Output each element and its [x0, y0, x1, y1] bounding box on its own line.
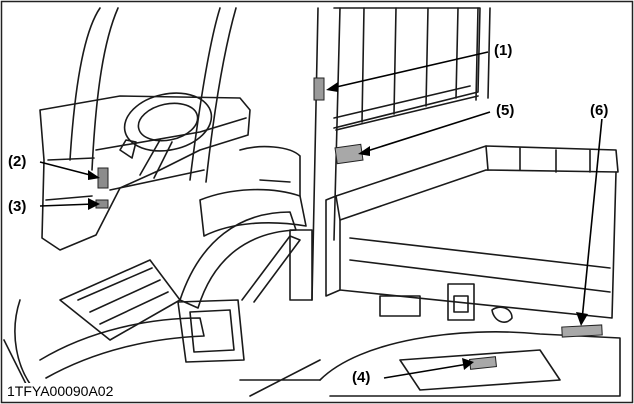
label-patch-6 [561, 324, 603, 338]
leader-6 [581, 117, 603, 321]
rear-fender [319, 331, 621, 397]
figure-id-label: 1TFYA00090A02 [4, 383, 117, 399]
bed-bolt [491, 306, 513, 323]
leader-5 [363, 111, 491, 153]
rear-screen [333, 7, 481, 129]
door-frame [177, 299, 245, 363]
side-post [289, 229, 313, 301]
screen-rail [333, 85, 479, 131]
dash-panel [95, 117, 247, 191]
b-pillar [311, 7, 341, 301]
bed-latch [447, 283, 475, 321]
callout-1: (1) [492, 42, 515, 59]
dashboard [39, 95, 251, 251]
door-post [241, 235, 301, 303]
arrowhead-6 [576, 312, 588, 326]
seat [199, 188, 307, 237]
leader-lines [39, 51, 603, 379]
grab-rail [179, 211, 297, 309]
callout-6: (6) [588, 102, 611, 119]
rops-mid [189, 7, 237, 183]
fender-step [399, 349, 561, 391]
leader-2 [39, 161, 95, 177]
cargo-bed-side [339, 171, 617, 319]
floor-rib [77, 267, 169, 325]
label-patch-1 [313, 77, 325, 101]
door-frame-inner [189, 309, 235, 353]
steering-wheel-inner [137, 102, 199, 142]
arrowhead-5 [358, 146, 370, 156]
arrowhead-3 [88, 198, 100, 210]
left-front-tire [3, 299, 41, 397]
vehicle-line-art [3, 7, 621, 397]
leader-3 [39, 203, 95, 207]
cargo-bed-top [335, 145, 619, 221]
floor-line [239, 359, 321, 397]
arrowhead-2 [88, 170, 100, 180]
callout-4: (4) [350, 369, 373, 386]
callout-2: (2) [6, 153, 29, 170]
cargo-bed-front [325, 195, 341, 297]
cargo-bed-rib [349, 237, 611, 293]
callout-3: (3) [6, 198, 29, 215]
lever [119, 139, 137, 159]
cargo-bed-inner [485, 145, 591, 173]
leader-4 [383, 363, 469, 379]
warning-labels [95, 77, 603, 370]
steering-wheel [123, 92, 213, 152]
screen-bars [361, 7, 459, 123]
bed-hinge [379, 295, 421, 317]
lower-tube [39, 317, 205, 379]
seat-back [239, 145, 301, 197]
callout-5: (5) [494, 102, 517, 119]
rops-left [69, 7, 119, 171]
arrowhead-4 [462, 358, 474, 370]
label-patch-4 [468, 356, 498, 370]
leader-1 [331, 51, 489, 89]
dash-lower [45, 157, 95, 201]
arrowhead-1 [326, 82, 338, 92]
